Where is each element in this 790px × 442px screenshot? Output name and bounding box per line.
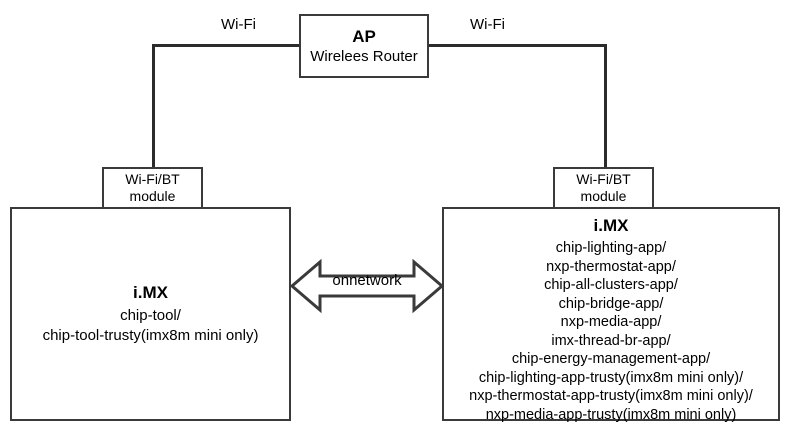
imx-right-app: imx-thread-br-app/ [551,332,671,349]
module-right-line1: Wi-Fi/BT [576,171,631,187]
imx-right-app: chip-energy-management-app/ [511,351,711,367]
connector-ap-to-left-horizontal [152,44,301,47]
onnetwork-arrow-icon [290,258,444,314]
ap-title: AP [352,26,376,46]
module-left-line1: Wi-Fi/BT [125,171,180,187]
module-left-line2: module [129,188,176,204]
wifi-label-right: Wi-Fi [470,16,505,33]
imx-left-app: chip-tool/ [120,307,181,324]
imx-right-app: chip-bridge-app/ [558,295,664,312]
connector-ap-to-right-vertical [604,44,607,170]
imx-right-app: nxp-media-app/ [560,314,662,330]
imx-right-app: chip-lighting-app/ [555,240,667,256]
connector-ap-to-right-horizontal [427,44,607,47]
imx-right-app: nxp-media-app-trusty(imx8m mini only) [485,406,737,423]
module-right-line2: module [580,188,627,204]
wifi-bt-module-right: Wi-Fi/BT module [553,167,654,209]
wifi-label-left: Wi-Fi [221,16,256,33]
imx-right-app: chip-all-clusters-app/ [544,277,678,293]
imx-device-right: i.MX chip-lighting-app/ nxp-thermostat-a… [442,207,780,423]
imx-right-app: nxp-thermostat-app/ [546,258,676,275]
imx-right-app: chip-lighting-app-trusty(imx8m mini only… [478,369,744,386]
imx-right-app: nxp-thermostat-app-trusty(imx8m mini onl… [469,388,753,404]
connector-ap-to-left-vertical [152,44,155,170]
imx-left-title: i.MX [133,283,168,302]
ap-box: AP Wirelees Router [299,14,429,78]
wifi-bt-module-left: Wi-Fi/BT module [102,167,203,209]
onnetwork-label: onnetwork [332,272,402,289]
imx-right-title: i.MX [593,216,629,235]
imx-left-app: chip-tool-trusty(imx8m mini only) [42,327,259,344]
imx-device-left: i.MX chip-tool/ chip-tool-trusty(imx8m m… [10,207,291,421]
ap-subtitle: Wirelees Router [310,47,418,65]
